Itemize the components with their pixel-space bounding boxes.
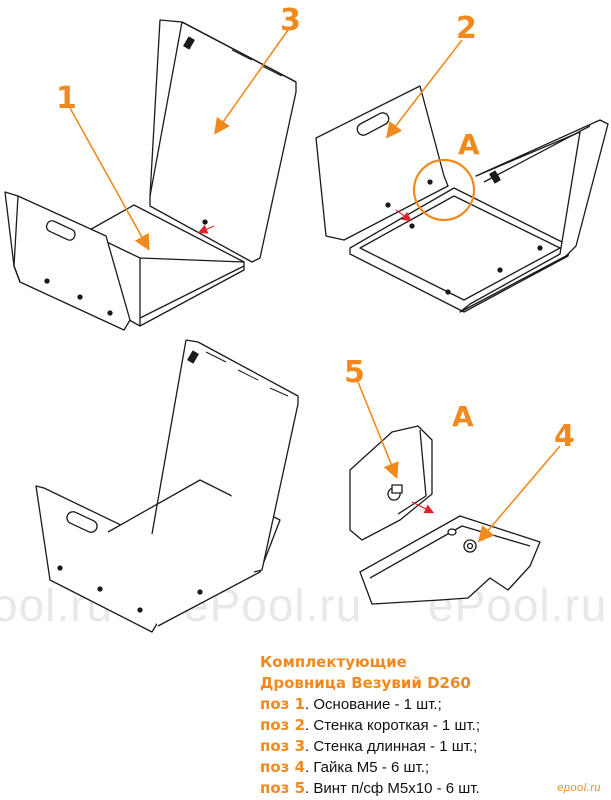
- step2-long-wall: [459, 119, 609, 313]
- legend-item-text: . Винт п/сф М5х10 - 6 шт.: [305, 780, 480, 797]
- legend-item-text: . Стенка короткая - 1 шт.;: [305, 717, 481, 734]
- callout-2-arrow: [386, 39, 463, 139]
- callout-1-number: 1: [56, 81, 77, 116]
- legend-title-line1: Комплектующие: [260, 653, 407, 671]
- callout-1-arrow: [69, 107, 150, 251]
- legend-item-text: . Гайка М5 - 6 шт.;: [305, 759, 430, 776]
- step1-short-wall: [4, 191, 131, 331]
- callout-5-number: 5: [344, 355, 365, 390]
- callout-5-arrow: [357, 381, 399, 479]
- step1-red-arrow: [197, 224, 215, 234]
- callout-4-number: 4: [554, 419, 575, 454]
- legend-item-1: поз 1. Основание - 1 шт.;: [260, 694, 560, 715]
- brand-logo: epool.ru: [557, 782, 601, 794]
- detail-a-label-main: A: [458, 128, 480, 161]
- callout-4-arrow: [477, 445, 561, 543]
- step1-long-wall: [149, 19, 297, 263]
- legend-item-3: поз 3. Стенка длинная - 1 шт.;: [260, 736, 560, 757]
- legend-item-pos: поз 4: [260, 758, 306, 776]
- legend-item-2: поз 2. Стенка короткая - 1 шт.;: [260, 715, 560, 736]
- legend-item-5: поз 5. Винт п/сф М5х10 - 6 шт.: [260, 778, 560, 799]
- callout-3-arrow: [214, 29, 289, 135]
- step2-red-arrow: [395, 209, 412, 222]
- step2-short-wall: [315, 85, 449, 241]
- legend-item-pos: поз 5: [260, 779, 306, 797]
- legend-item-text: . Основание - 1 шт.;: [305, 696, 442, 713]
- detail-a-wall-fragment: [349, 425, 433, 541]
- callout-2-number: 2: [456, 11, 477, 46]
- parts-legend: Комплектующие Дровница Везувий D260 поз …: [260, 652, 560, 799]
- legend-title-line2: Дровница Везувий D260: [260, 674, 471, 692]
- legend-item-4: поз 4. Гайка М5 - 6 шт.;: [260, 757, 560, 778]
- legend-item-text: . Стенка длинная - 1 шт.;: [305, 738, 478, 755]
- detail-a-red-arrow: [411, 501, 435, 514]
- legend-item-pos: поз 3: [260, 737, 306, 755]
- legend-item-pos: поз 2: [260, 716, 306, 734]
- callout-3-number: 3: [280, 3, 301, 38]
- detail-a-base-fragment: [359, 515, 541, 605]
- step1-base-part: [85, 204, 245, 327]
- detail-a-highlight-circle: [412, 158, 476, 222]
- detail-a-label: A: [452, 400, 474, 433]
- legend-item-pos: поз 1: [260, 695, 306, 713]
- step3-assembled-rack: [35, 339, 299, 633]
